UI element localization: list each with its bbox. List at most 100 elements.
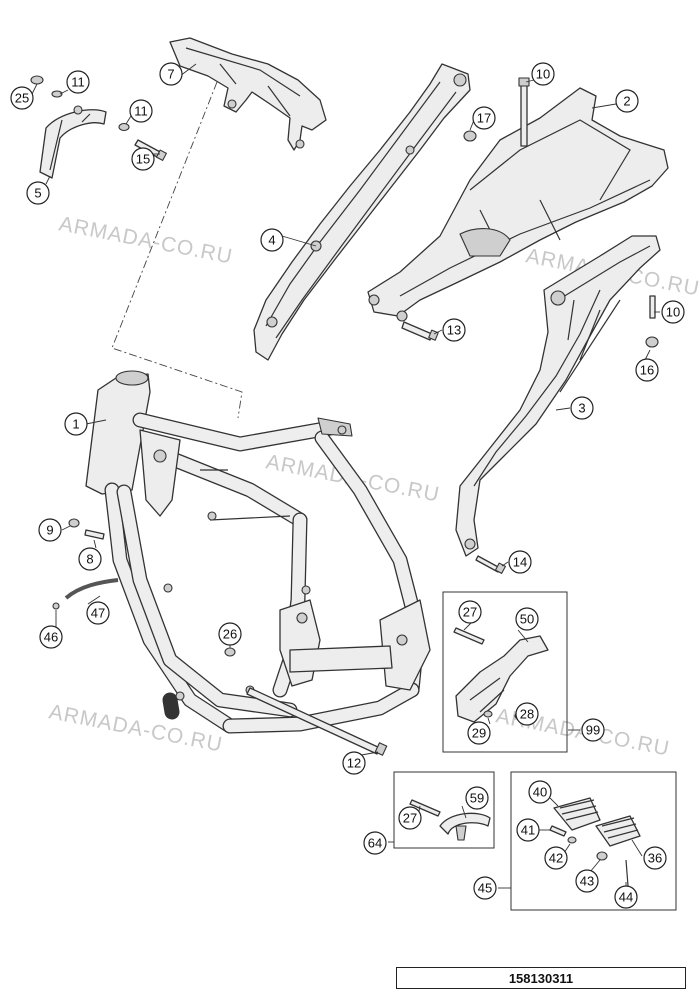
main-frame-part-1 bbox=[85, 370, 431, 734]
nut-part-26 bbox=[224, 647, 236, 657]
callout-59: 59 bbox=[465, 786, 489, 810]
callout-40: 40 bbox=[528, 780, 552, 804]
callout-46: 46 bbox=[39, 625, 63, 649]
hardware-nut-25 bbox=[30, 75, 63, 98]
svg-text:42: 42 bbox=[549, 851, 563, 866]
callout-13: 13 bbox=[442, 318, 466, 342]
svg-text:43: 43 bbox=[580, 874, 594, 889]
svg-text:44: 44 bbox=[619, 890, 633, 905]
svg-text:4: 4 bbox=[268, 233, 275, 248]
assembly-dash-line bbox=[111, 81, 243, 419]
callout-26: 26 bbox=[218, 622, 242, 646]
svg-text:7: 7 bbox=[167, 67, 174, 82]
svg-text:5: 5 bbox=[34, 186, 41, 201]
svg-text:99: 99 bbox=[586, 723, 600, 738]
slider-part-59 bbox=[439, 812, 491, 841]
svg-text:15: 15 bbox=[136, 152, 150, 167]
svg-text:11: 11 bbox=[71, 75, 85, 90]
callout-11b: 11 bbox=[129, 99, 153, 123]
callout-64: 64 bbox=[363, 831, 387, 855]
bracket-part-7 bbox=[169, 37, 327, 151]
callout-44: 44 bbox=[614, 885, 638, 909]
callout-41: 41 bbox=[516, 818, 540, 842]
svg-text:25: 25 bbox=[15, 91, 29, 106]
svg-text:14: 14 bbox=[513, 555, 527, 570]
bolt-part-14 bbox=[475, 555, 506, 574]
callout-99: 99 bbox=[581, 718, 605, 742]
callout-12: 12 bbox=[342, 751, 366, 775]
callout-4: 4 bbox=[260, 228, 284, 252]
bolt-part-10-right bbox=[649, 295, 656, 319]
bushing-part-17 bbox=[463, 130, 477, 142]
group-box-45 bbox=[510, 771, 677, 911]
callout-8: 8 bbox=[78, 547, 102, 571]
svg-text:28: 28 bbox=[520, 707, 534, 722]
callout-10-top: 10 bbox=[531, 62, 555, 86]
callout-15: 15 bbox=[131, 147, 155, 171]
washer-11b bbox=[118, 122, 130, 132]
subframe-part-3 bbox=[455, 235, 661, 557]
callout-36: 36 bbox=[643, 846, 667, 870]
hose-part-47 bbox=[64, 578, 119, 600]
callout-7: 7 bbox=[159, 62, 183, 86]
callout-27-slider: 27 bbox=[398, 806, 422, 830]
svg-text:64: 64 bbox=[368, 836, 382, 851]
callout-29: 29 bbox=[467, 721, 491, 745]
callout-2: 2 bbox=[615, 89, 639, 113]
clip-part-46 bbox=[52, 602, 60, 610]
svg-text:10: 10 bbox=[536, 67, 550, 82]
bolt-part-41 bbox=[549, 825, 567, 837]
bracket-part-5 bbox=[39, 105, 107, 179]
svg-text:3: 3 bbox=[578, 401, 585, 416]
subframe-rail-part-4 bbox=[253, 63, 471, 361]
callout-3: 3 bbox=[570, 396, 594, 420]
svg-text:8: 8 bbox=[86, 552, 93, 567]
nut-part-9 bbox=[68, 518, 80, 528]
svg-text:13: 13 bbox=[447, 323, 461, 338]
svg-text:27: 27 bbox=[403, 811, 417, 826]
svg-text:41: 41 bbox=[521, 823, 535, 838]
svg-text:45: 45 bbox=[478, 881, 492, 896]
svg-text:40: 40 bbox=[533, 785, 547, 800]
svg-text:16: 16 bbox=[640, 363, 654, 378]
svg-text:46: 46 bbox=[44, 630, 58, 645]
svg-text:11: 11 bbox=[134, 104, 148, 119]
callout-27-guide: 27 bbox=[458, 600, 482, 624]
callout-50: 50 bbox=[515, 607, 539, 631]
callout-28: 28 bbox=[515, 702, 539, 726]
callout-14: 14 bbox=[508, 550, 532, 574]
chain-guide-part-50 bbox=[455, 635, 549, 723]
callout-16: 16 bbox=[635, 358, 659, 382]
subframe-part-2 bbox=[367, 87, 669, 322]
svg-text:27: 27 bbox=[463, 605, 477, 620]
footrest-part-40 bbox=[553, 797, 601, 831]
washer-part-29 bbox=[483, 710, 493, 718]
group-box-64 bbox=[393, 771, 495, 849]
group-box-99 bbox=[442, 591, 568, 753]
callout-10-right: 10 bbox=[661, 300, 685, 324]
svg-text:2: 2 bbox=[623, 94, 630, 109]
svg-text:9: 9 bbox=[46, 523, 53, 538]
callout-9: 9 bbox=[38, 518, 62, 542]
bolt-part-13 bbox=[401, 321, 439, 341]
document-number: 158130311 bbox=[396, 967, 686, 989]
callout-5: 5 bbox=[26, 181, 50, 205]
svg-text:17: 17 bbox=[477, 111, 491, 126]
svg-text:1: 1 bbox=[72, 417, 79, 432]
callout-45: 45 bbox=[473, 876, 497, 900]
svg-text:36: 36 bbox=[648, 851, 662, 866]
footrest-part-36 bbox=[595, 815, 641, 847]
watermark-1: ARMADA-CO.RU bbox=[57, 212, 235, 268]
svg-text:12: 12 bbox=[347, 756, 361, 771]
screw-part-27-slider bbox=[409, 799, 441, 817]
bolt-part-10-top bbox=[518, 77, 530, 147]
bolt-part-8 bbox=[84, 529, 105, 540]
callout-42: 42 bbox=[544, 846, 568, 870]
screw-part-27-guide bbox=[453, 627, 485, 645]
callout-25: 25 bbox=[10, 86, 34, 110]
callout-17: 17 bbox=[472, 106, 496, 130]
nut-part-42 bbox=[567, 836, 577, 844]
svg-text:29: 29 bbox=[472, 726, 486, 741]
svg-text:50: 50 bbox=[520, 612, 534, 627]
